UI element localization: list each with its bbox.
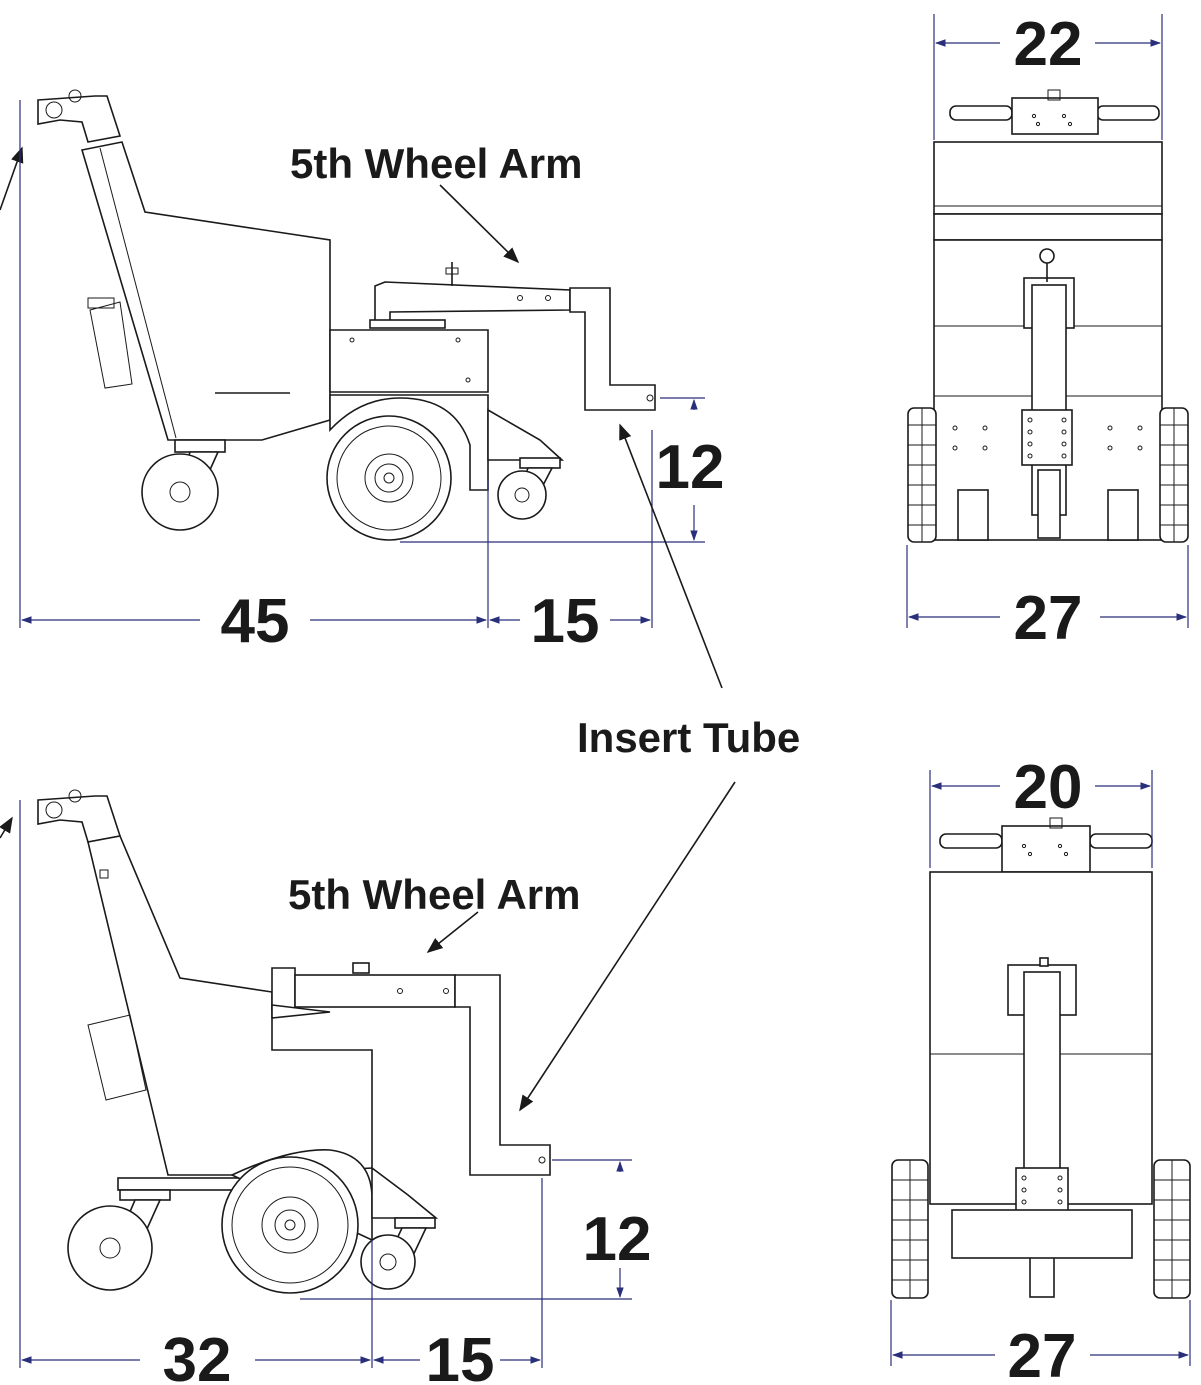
bottom-front-dimensions [890,770,1191,1366]
bottom-side-dimensions [19,800,632,1368]
fifth-wheel-arm-label-top: 5th Wheel Arm [290,140,582,187]
bottom-side-view [0,789,551,1294]
bottom-front-view [891,817,1191,1299]
dim-top-front-width-bottom: 27 [1014,584,1083,653]
dim-bottom-side-height: 12 [583,1205,652,1274]
dim-top-side-height: 12 [656,433,725,502]
fifth-wheel-arm-label-bottom: 5th Wheel Arm [288,871,580,918]
dim-top-front-width-top: 22 [1014,10,1083,79]
dim-bottom-front-width-bottom: 27 [1008,1322,1077,1385]
top-front-dimensions [906,14,1189,628]
dim-top-side-extension: 15 [531,587,600,656]
dim-top-side-length: 45 [221,587,290,656]
top-side-dimensions [19,100,705,628]
top-side-view [0,89,656,541]
top-front-view [907,89,1189,543]
callout-leaders [426,184,736,1112]
dim-bottom-side-length: 32 [163,1326,232,1385]
dim-bottom-side-extension: 15 [426,1326,495,1385]
insert-tube-label: Insert Tube [577,714,800,761]
dim-bottom-front-width-top: 20 [1014,753,1083,822]
